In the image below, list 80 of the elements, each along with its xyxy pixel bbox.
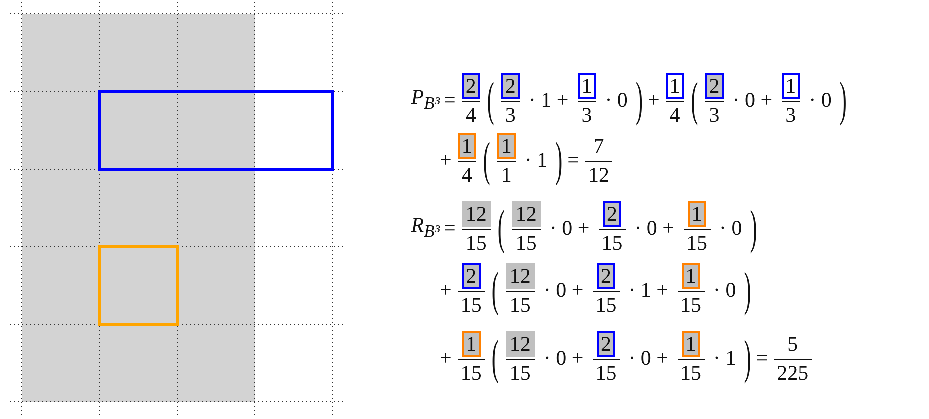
fraction-denominator: 225 [776,361,810,385]
math-operator: + [440,278,452,302]
parenthesis: ) [750,199,758,256]
fraction-denominator: 4 [464,103,478,127]
highlighted-numerator: 12 [512,201,541,227]
parenthesis: ( [498,199,505,256]
fraction-denominator: 15 [680,361,703,385]
highlighted-numerator: 2 [602,201,622,227]
parenthesis: ( [487,71,494,128]
fraction-denominator: 12 [587,163,610,187]
parenthesis: ( [492,261,499,318]
fraction-denominator: 15 [514,231,538,255]
fraction-denominator: 3 [504,103,517,127]
parenthesis: ( [492,329,499,386]
highlighted-numerator: 2 [596,331,616,357]
fraction-denominator: 15 [680,293,703,317]
math-operator: = [568,148,580,172]
highlighted-numerator: 1 [782,73,800,99]
math-variable: P$_{B³}$ [410,85,440,115]
highlighted-numerator: 2 [501,73,520,99]
fraction-denominator: 3 [784,103,798,127]
math-term: · 0 + [628,346,669,370]
fraction-denominator: 1 [500,163,513,187]
fraction-denominator: 4 [460,163,474,187]
fraction-denominator: 3 [580,103,594,127]
highlighted-numerator: 2 [462,263,481,289]
math-term: · 0 [714,278,736,302]
parenthesis: ) [840,71,847,128]
parenthesis: ( [483,131,490,188]
math-term: · 0 + [550,216,590,240]
math-operator: = [444,216,456,240]
fraction-denominator: 15 [460,293,483,317]
highlighted-numerator: 1 [682,331,700,357]
highlighted-numerator: 2 [705,73,724,99]
math-term: · 0 [605,88,628,112]
highlighted-numerator: 12 [506,263,535,289]
math-operator: + [648,88,660,112]
parenthesis: ) [744,261,752,318]
highlighted-numerator: 2 [462,73,480,99]
highlighted-numerator: 12 [462,201,491,227]
highlighted-numerator: 12 [506,331,535,357]
math-term: · 1 + [528,88,569,112]
fraction-denominator: 15 [464,231,488,255]
fraction-numerator: 5 [786,331,800,357]
math-term: · 0 + [634,216,675,240]
math-term: · 0 + [544,346,584,370]
parenthesis: ) [636,71,643,128]
parenthesis: ) [744,329,752,386]
math-term: · 1 + [628,278,669,302]
parenthesis: ( [691,71,698,128]
fraction-denominator: 15 [508,293,532,317]
math-operator: + [440,148,452,172]
highlighted-numerator: 2 [596,263,616,289]
fraction-denominator: 15 [600,231,624,255]
math-term: · 0 + [544,278,584,302]
math-term: · 1 [524,148,548,172]
math-operator: = [756,346,768,370]
math-operator: = [444,88,456,112]
fraction-denominator: 15 [508,361,532,385]
fraction-numerator: 7 [592,133,606,159]
math-term: · 0 [720,216,742,240]
math-variable: R$_{B³}$ [410,213,440,243]
highlighted-numerator: 1 [688,201,706,227]
highlighted-numerator: 1 [458,133,476,159]
fraction-denominator: 15 [686,231,709,255]
fraction-denominator: 4 [668,103,682,127]
highlighted-numerator: 1 [462,331,481,357]
parenthesis: ) [556,131,563,188]
fraction-denominator: 15 [594,361,618,385]
math-term: · 0 + [732,88,773,112]
highlighted-numerator: 1 [666,73,684,99]
math-operator: + [440,346,452,370]
fraction-denominator: 15 [594,293,618,317]
highlighted-numerator: 1 [497,133,516,159]
fraction-denominator: 15 [460,361,483,385]
highlighted-numerator: 1 [682,263,700,289]
fraction-denominator: 3 [708,103,721,127]
math-term: · 0 [809,88,832,112]
highlighted-numerator: 1 [578,73,596,99]
math-term: · 1 [714,346,736,370]
